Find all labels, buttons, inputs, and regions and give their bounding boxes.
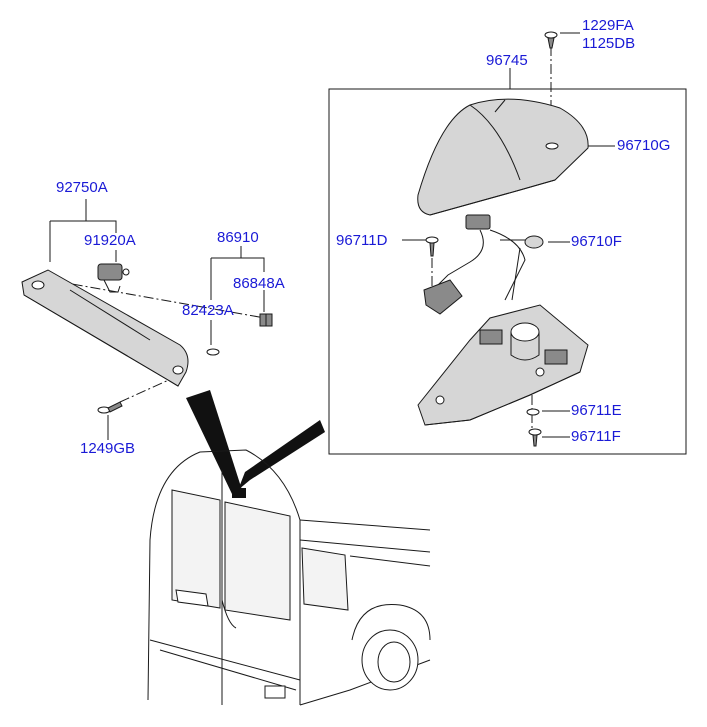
label-91920a: 91920A — [84, 232, 136, 249]
label-96710g: 96710G — [617, 137, 671, 154]
label-96745: 96745 — [486, 52, 528, 69]
leader-lines — [49, 32, 615, 440]
label-1249gb: 1249GB — [80, 440, 136, 457]
bulb-socket-part — [97, 263, 130, 293]
van-rear-outline — [147, 449, 431, 706]
label-96711e: 96711E — [571, 402, 622, 419]
label-86848a: 86848A — [233, 275, 285, 292]
location-arrow-right — [238, 420, 325, 490]
label-92750a: 92750A — [56, 179, 108, 196]
stop-lamp-part — [21, 269, 189, 387]
washer-part — [206, 348, 220, 356]
mounting-bracket-part — [417, 304, 589, 426]
label-96711d: 96711D — [336, 232, 388, 249]
label-1125db: 1125DB — [582, 35, 636, 52]
screw-96711f-part — [528, 428, 542, 447]
screw-96711d-part — [425, 236, 439, 257]
label-96711f: 96711F — [571, 428, 621, 445]
screw-1249gb-part — [97, 401, 123, 414]
label-1229fa: 1229FA — [582, 17, 634, 34]
camera-harness-part — [423, 214, 544, 315]
nut-part — [259, 313, 273, 327]
label-96710f: 96710F — [571, 233, 622, 250]
screw-1229fa-part — [544, 31, 558, 49]
camera-cover-part — [417, 98, 589, 216]
washer-96711e-part — [526, 408, 540, 416]
label-82423a: 82423A — [182, 302, 234, 319]
location-arrow-left — [186, 390, 242, 494]
label-86910: 86910 — [217, 229, 259, 246]
detail-box — [328, 88, 687, 455]
